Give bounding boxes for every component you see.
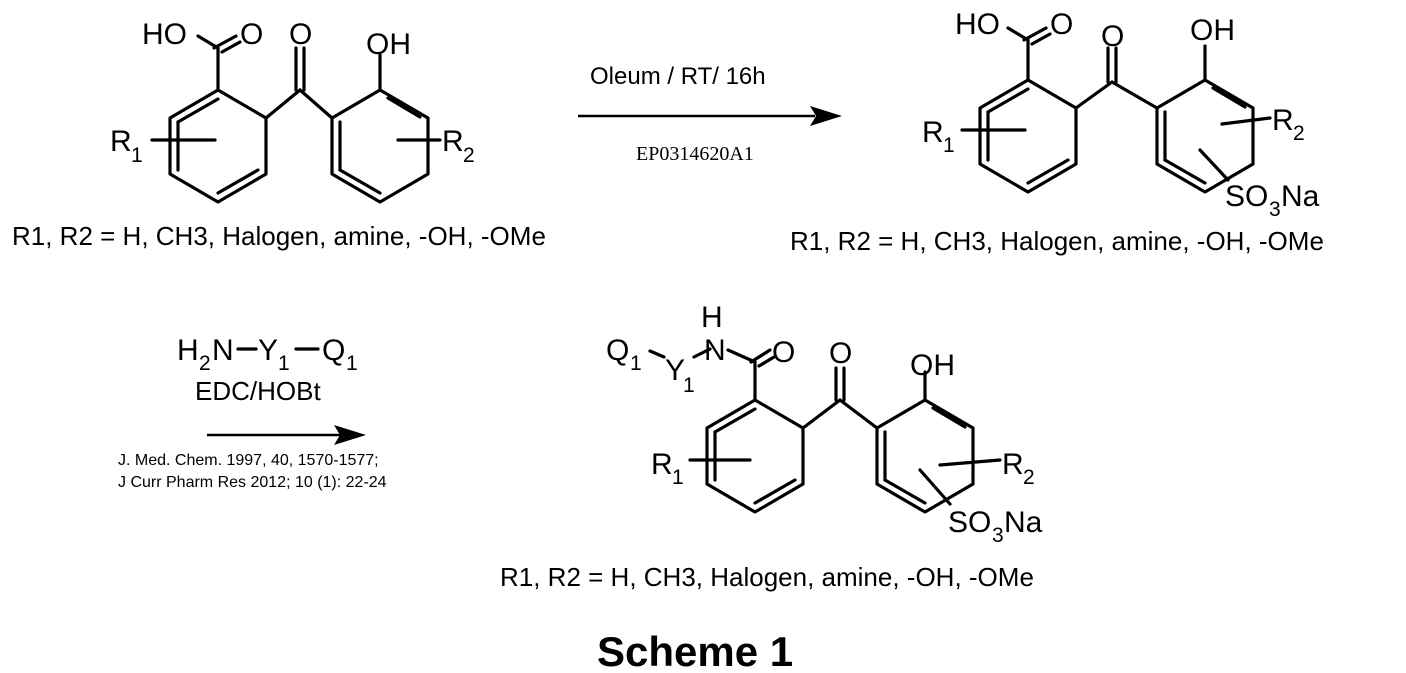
amine-y-subscript: 1 [278, 352, 290, 375]
y-subscript: 1 [683, 374, 695, 397]
r2-subscript: 2 [1293, 122, 1305, 145]
step2-reference-1: J. Med. Chem. 1997, 40, 1570-1577; [118, 452, 379, 469]
r2-label: R [1002, 448, 1024, 481]
step1-reagents: Oleum / RT/ 16h [590, 63, 766, 90]
r1-subscript: 1 [672, 466, 684, 489]
reaction-arrow-step2: H 2 N Y 1 Q 1 EDC/HOBt J. Med. Chem. 199… [118, 334, 387, 491]
r2-label: R [442, 125, 464, 158]
structure1-caption: R1, R2 = H, CH3, Halogen, amine, -OH, -O… [12, 221, 546, 251]
r1-label: R [922, 116, 944, 149]
r1-subscript: 1 [943, 134, 955, 157]
so3na-label-na: Na [1004, 506, 1043, 539]
so3na-label-na: Na [1281, 180, 1320, 213]
r2-subscript: 2 [1023, 466, 1035, 489]
amine-q: Q [322, 334, 345, 367]
nh-h-label: H [701, 301, 723, 334]
ketone-o-label: O [289, 18, 312, 51]
reaction-arrow-step1: Oleum / RT/ 16h EP0314620A1 [578, 63, 842, 165]
r2-subscript: 2 [463, 144, 475, 167]
structure-amide-product: H N O Q 1 Y 1 O OH R 1 R 2 SO 3 Na R1, R… [500, 301, 1043, 592]
amine-y: Y [258, 334, 278, 367]
structure-sulfonated-product: HO O O OH R 1 R 2 SO 3 Na R1, R2 = H, CH… [790, 8, 1324, 256]
structure-starting-material: HO O O OH R 1 R 2 R1, R2 = H, CH3, Halog… [12, 18, 546, 251]
ketone-o-label: O [1101, 20, 1124, 53]
so3na-subscript: 3 [992, 524, 1004, 547]
step1-reference: EP0314620A1 [636, 143, 754, 165]
structure3-caption: R1, R2 = H, CH3, Halogen, amine, -OH, -O… [500, 562, 1034, 592]
r2-label: R [1272, 104, 1294, 137]
so3na-label: SO [948, 506, 991, 539]
so3na-label: SO [1225, 180, 1268, 213]
ketone-o-label: O [829, 337, 852, 370]
oh-label: OH [366, 28, 411, 61]
nh-n-label: N [704, 334, 726, 367]
oh-label: OH [910, 349, 955, 382]
amine-h: H [177, 334, 199, 367]
step2-reference-2: J Curr Pharm Res 2012; 10 (1): 22-24 [118, 474, 387, 491]
cooh-ho-label: HO [142, 18, 187, 51]
cooh-ho-label: HO [955, 8, 1000, 41]
r1-label: R [651, 448, 673, 481]
amine-h-subscript: 2 [199, 352, 211, 375]
oh-label: OH [1190, 14, 1235, 47]
cooh-o-label: O [1050, 8, 1073, 41]
r1-label: R [110, 125, 132, 158]
q-subscript: 1 [630, 352, 642, 375]
amide-o-label: O [772, 336, 795, 369]
cooh-o-label: O [240, 18, 263, 51]
q-label: Q [606, 334, 629, 367]
y-label: Y [665, 354, 685, 387]
structure2-caption: R1, R2 = H, CH3, Halogen, amine, -OH, -O… [790, 226, 1324, 256]
so3na-subscript: 3 [1269, 198, 1281, 221]
scheme-title: Scheme 1 [597, 628, 793, 673]
r1-subscript: 1 [131, 144, 143, 167]
amine-q-subscript: 1 [346, 352, 358, 375]
coupling-reagents: EDC/HOBt [195, 376, 321, 406]
amine-n: N [212, 334, 234, 367]
